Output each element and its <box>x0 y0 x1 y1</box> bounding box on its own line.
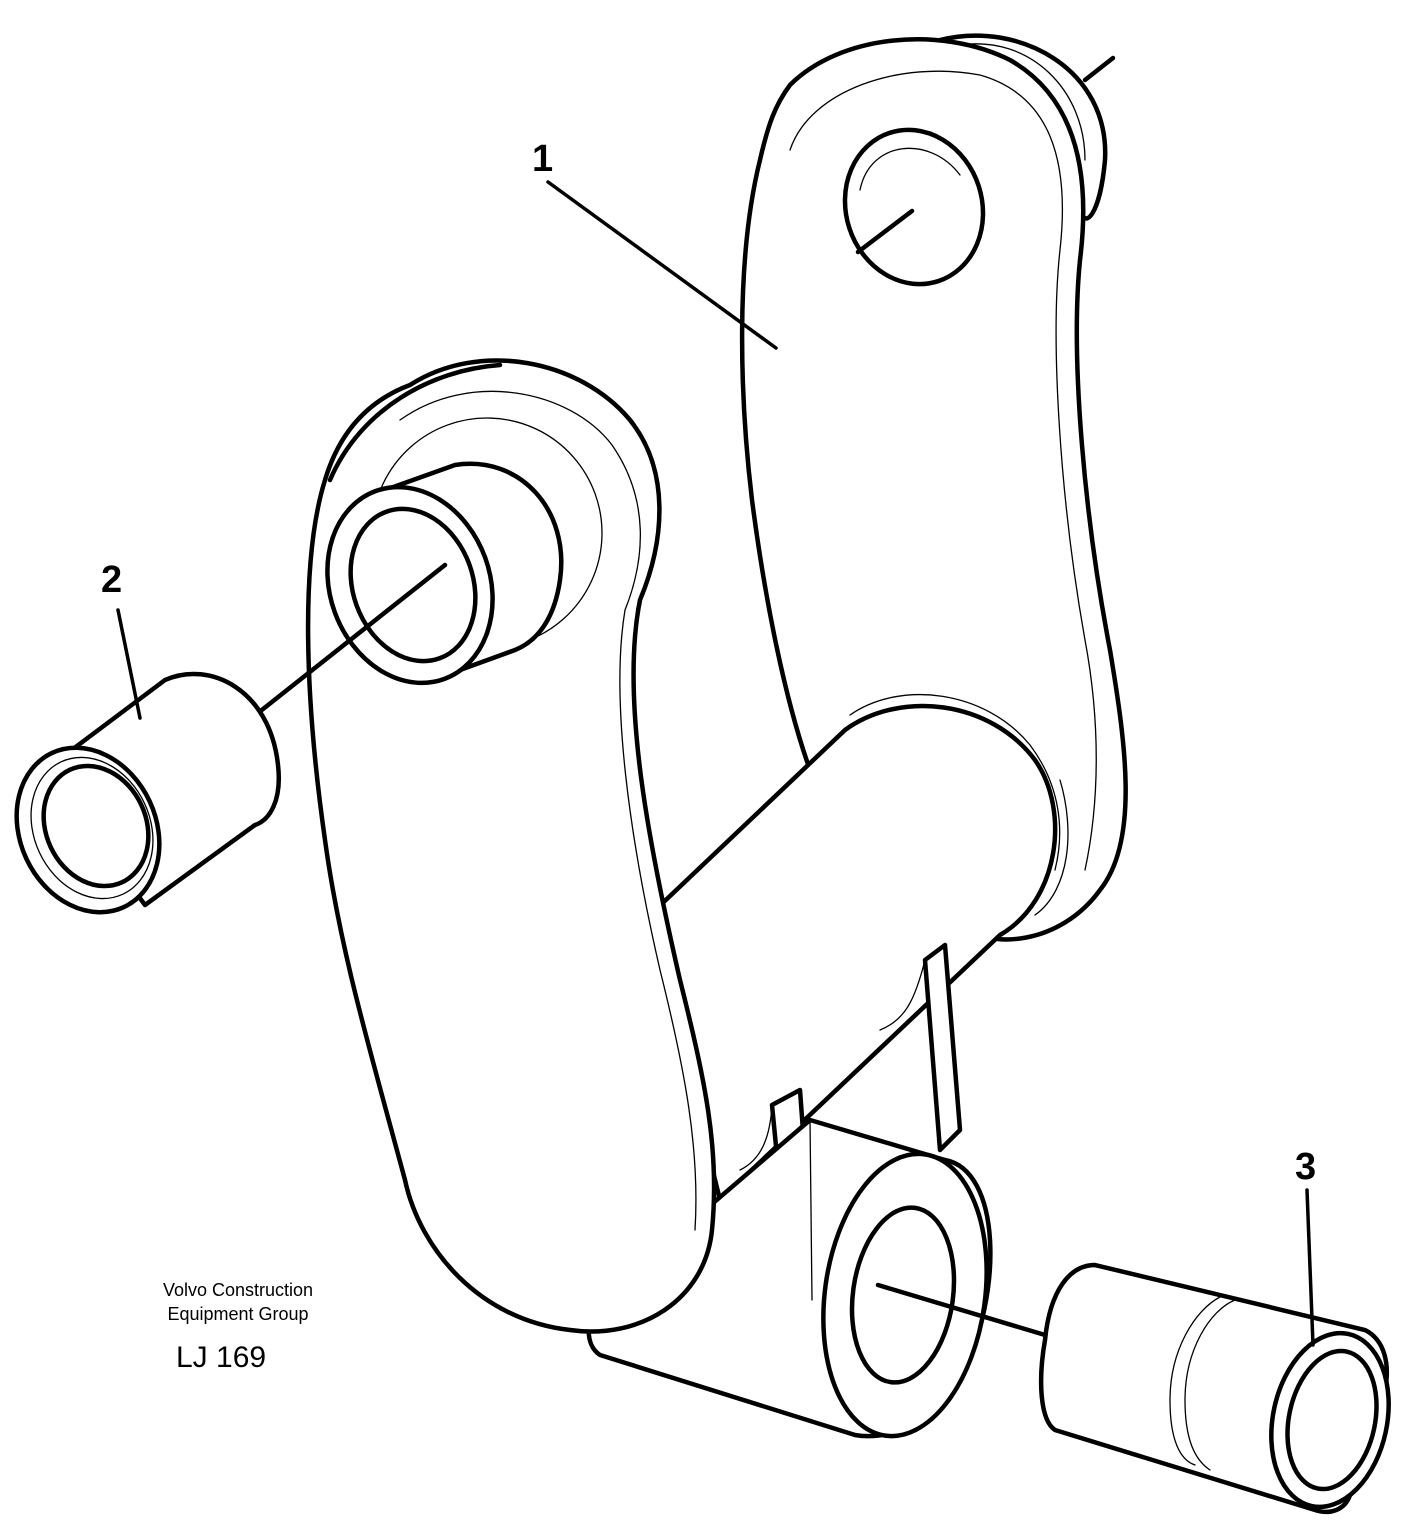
front-link-arm <box>255 358 717 1334</box>
company-name-line-1: Volvo Construction <box>162 1280 314 1300</box>
callout-part-3: 3 <box>1295 1146 1317 1188</box>
callout-part-2: 2 <box>101 559 123 601</box>
callout-part-1: 1 <box>532 138 554 180</box>
part-3-bushing <box>875 1188 1391 1515</box>
company-name-line-2: Equipment Group <box>167 1304 309 1324</box>
part-2-bushing <box>14 608 282 915</box>
cross-tube <box>647 693 1069 1203</box>
figure-code: LJ 169 <box>176 1341 267 1374</box>
part-1-leader <box>546 180 778 350</box>
rear-link-arm <box>739 33 1128 942</box>
